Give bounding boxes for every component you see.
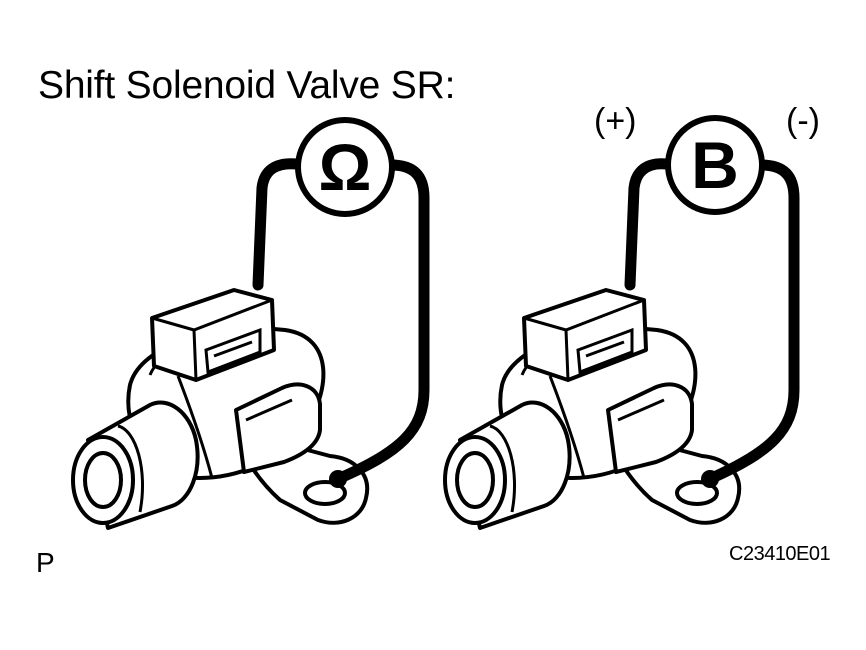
right-ground-point xyxy=(701,470,719,488)
ohm-symbol: Ω xyxy=(318,130,372,204)
diagram-title: Shift Solenoid Valve SR: xyxy=(38,64,456,107)
left-lead-connector xyxy=(252,158,303,291)
positive-terminal-label: (+) xyxy=(594,102,637,140)
battery-icon: B xyxy=(665,115,765,215)
left-ground-point xyxy=(329,470,347,488)
corner-label: P xyxy=(36,547,55,578)
left-solenoid xyxy=(71,288,370,530)
figure-code: C23410E01 xyxy=(729,543,831,565)
right-lead-positive xyxy=(624,158,673,291)
negative-terminal-label: (-) xyxy=(786,102,820,140)
right-lead-negative xyxy=(706,159,800,484)
right-solenoid xyxy=(443,288,742,530)
ohmmeter-icon: Ω xyxy=(295,117,395,217)
battery-symbol: B xyxy=(691,128,739,202)
left-lead-bracket xyxy=(334,159,430,484)
